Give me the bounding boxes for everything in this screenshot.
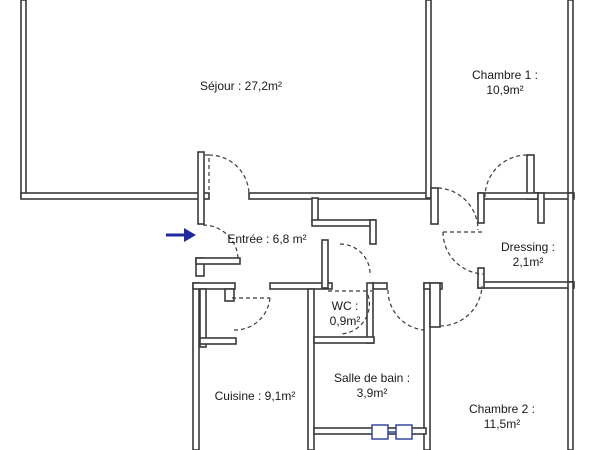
wc-name: WC : [331, 299, 359, 313]
wall-dressing-left-lower [477, 267, 485, 289]
wall-cuisine-right [307, 288, 315, 450]
wall-wc-bottom [313, 336, 375, 344]
wall-sejour-bottom [20, 192, 210, 200]
wall-dressing-top-left [477, 192, 539, 200]
door-chambre1-a [437, 187, 479, 231]
cuisine-name: Cuisine : 9,1m² [214, 389, 296, 403]
wall-entree-stub [195, 257, 241, 265]
wall-cuisine-inner [224, 288, 235, 302]
wall-entree-left-top [197, 151, 205, 225]
chambre1-name: Chambre 1 : [471, 68, 539, 82]
wall-cuisine-top [192, 282, 236, 290]
wall-chambre2-left-stub [429, 282, 441, 328]
chambre2-area: 11,5m² [483, 417, 521, 431]
door-swings [202, 154, 528, 335]
wall-dressing-bottom [477, 281, 575, 289]
wall-sejour-left [20, 0, 27, 199]
wall-entree-top-mid [311, 219, 376, 227]
wall-cuisine-left [192, 282, 200, 450]
walls [20, 0, 575, 450]
wall-dressing-left [477, 192, 485, 224]
dressing-name: Dressing : [500, 240, 556, 254]
chambre2-name: Chambre 2 : [468, 402, 536, 416]
wall-cuisine-inner-left [199, 288, 207, 348]
wall-chambre2-right [567, 281, 574, 450]
wall-wc-top-right [372, 282, 388, 290]
door-wc-2 [328, 290, 372, 335]
door-cuisine [232, 295, 271, 331]
wall-cuisine-inner-bottom [199, 337, 237, 345]
room-label-sejour: Séjour : 27,2m² [186, 79, 296, 94]
door-chambre2 [439, 285, 483, 327]
wall-sdb-bottom [313, 427, 427, 435]
shower-fixture-icon [371, 424, 413, 440]
chambre1-area: 10,9m² [486, 83, 524, 97]
room-label-dressing: Dressing : 2,1m² [483, 240, 573, 270]
wall-cuisine-top-right [269, 282, 333, 290]
sdb-name: Salle de bain : [333, 371, 411, 385]
wall-sejour-right [425, 0, 432, 199]
wall-chambre1-right [567, 0, 574, 199]
wall-entree-wc-top [311, 197, 319, 223]
wall-sdb-right [423, 282, 431, 450]
sejour-name: Séjour : 27,2m² [199, 79, 283, 93]
wall-wc-left-top [321, 239, 329, 289]
door-sdb [387, 289, 425, 331]
room-label-chambre1: Chambre 1 : 10,9m² [455, 68, 555, 98]
room-label-cuisine: Cuisine : 9,1m² [205, 389, 305, 404]
door-chambre1-b [484, 154, 528, 198]
door-wc-1 [339, 243, 371, 277]
wall-dressing-top-right [537, 192, 545, 224]
dressing-area: 2,1m² [512, 255, 544, 269]
entrance-arrow-icon [166, 228, 196, 242]
wall-entree-mid-stub [369, 219, 377, 245]
door-sejour [205, 154, 250, 196]
sdb-area: 3,9m² [356, 386, 388, 400]
room-label-entree: Entrée : 6,8 m² [212, 232, 322, 247]
wall-chambre1-stub-left [430, 187, 439, 225]
wc-area: 0,9m² [329, 314, 361, 328]
door-dressing [442, 231, 485, 275]
room-label-wc: WC : 0,9m² [320, 299, 370, 329]
room-label-sdb: Salle de bain : 3,9m² [322, 371, 422, 401]
room-label-chambre2: Chambre 2 : 11,5m² [452, 402, 552, 432]
entree-name: Entrée : 6,8 m² [227, 232, 307, 246]
wall-sejour-bottom-right [248, 192, 432, 200]
